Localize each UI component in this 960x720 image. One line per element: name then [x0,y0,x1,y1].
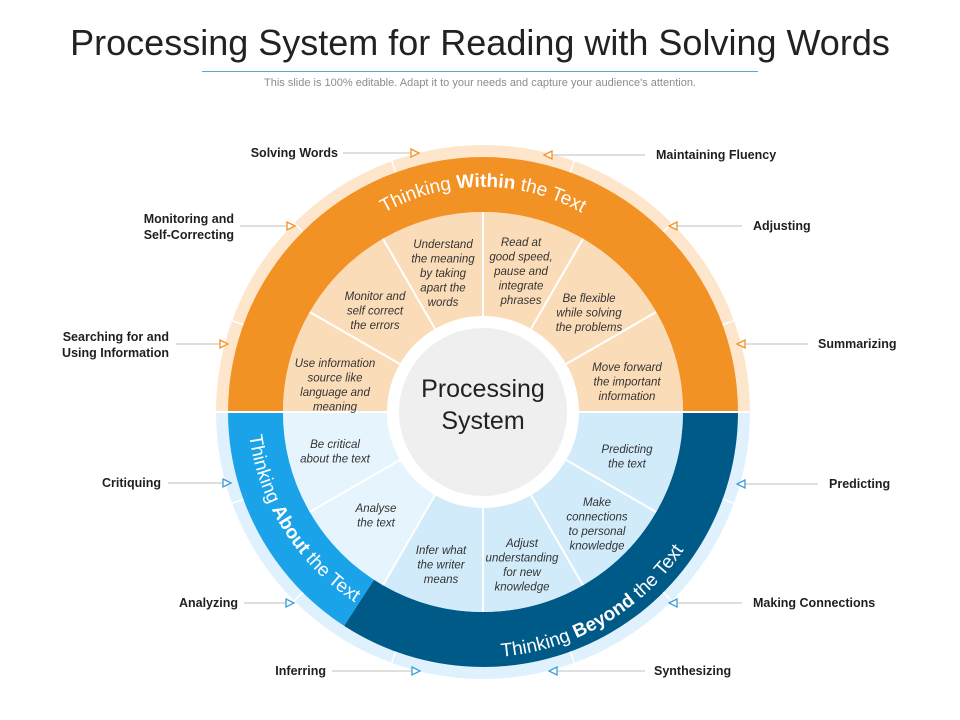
ring-within [228,157,738,412]
segment-divider [309,311,401,365]
segment-s1 [283,312,400,412]
arrow-icon [735,338,746,350]
outer-ring-divider [390,651,397,664]
outer-ring-divider [662,591,673,602]
label-maintaining-fluency: Maintaining Fluency [656,148,776,162]
label-summarizing: Summarizing [818,337,897,351]
inner-segments [283,212,683,612]
arrow-icon [285,597,296,609]
arrow-icon [542,149,553,161]
segment-s2 [309,238,435,364]
arrow-icon [667,220,678,232]
segment-divider [309,459,401,513]
segment-divider [530,494,584,586]
outer-ring-divider [293,591,304,602]
segment-s4 [483,212,583,329]
arrow-icon [411,665,422,677]
label-analyzing: Analyzing [179,596,238,610]
segment-divider [382,494,436,586]
arrow-icon [735,478,746,490]
arrow-icon [667,597,678,609]
center-title-line2: System [441,407,524,435]
arrow-icon [410,147,421,159]
center-circle [391,320,575,504]
segment-s12 [283,412,400,512]
page-title: Processing System for Reading with Solvi… [70,22,890,63]
segment-divider [382,238,436,330]
segment-s3 [383,212,483,329]
center-hub: Processing System [391,320,575,504]
segment-s9 [483,495,583,612]
outer-ring-divider [722,319,735,326]
arrow-icon [547,665,558,677]
segment-s7 [566,412,683,512]
outer-ring-divider [231,498,244,505]
segment-s10 [383,495,483,612]
arrow-icon [222,477,233,489]
segment-divider [530,238,584,330]
ring-beyond [344,412,738,667]
segment-s8 [531,460,657,586]
segment-s5 [531,238,657,364]
ring-about [228,412,375,626]
arrow-icon [219,338,230,350]
segment-divider [565,459,657,513]
outer-ring-divider [569,160,576,173]
label-predicting: Predicting [829,477,890,491]
outer-ring-divider [569,651,576,664]
label-synthesizing: Synthesizing [654,664,731,678]
arrow-icon [286,220,297,232]
segment-divider [565,311,657,365]
outer-ring-divider [293,222,304,233]
outer-ring-divider [390,160,397,173]
label-connectors [168,147,818,677]
main-ring [228,157,738,667]
label-adjusting: Adjusting [753,219,811,233]
segment-s6 [566,312,683,412]
center-title-line1: Processing [421,375,545,403]
outer-ring-divider [231,319,244,326]
page-subtitle: This slide is 100% editable. Adapt it to… [264,77,696,89]
label-solving-words: Solving Words [251,146,338,160]
outer-ring-divider [722,498,735,505]
segment-s11 [309,460,435,586]
label-critiquing: Critiquing [102,476,161,490]
label-making-connections: Making Connections [753,596,875,610]
label-inferring: Inferring [275,664,326,678]
title-divider [202,71,758,72]
